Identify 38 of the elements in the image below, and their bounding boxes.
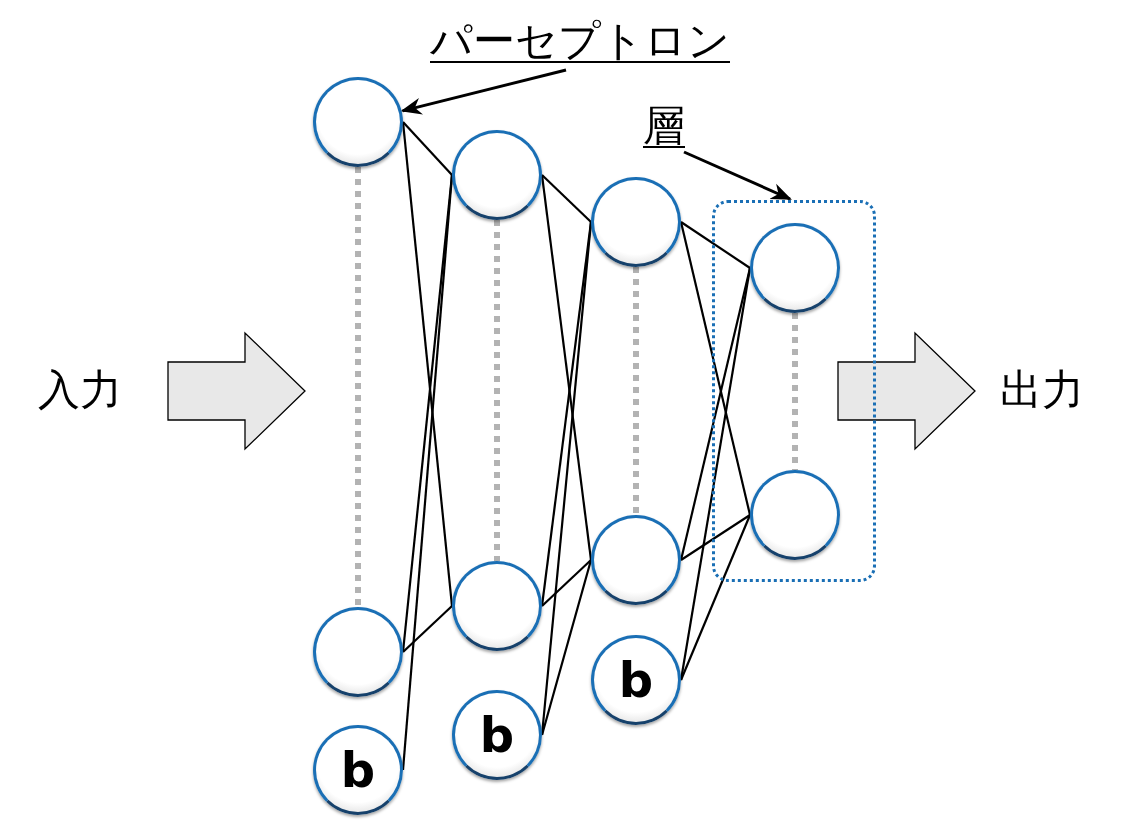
connection-line [680, 221, 751, 269]
ellipsis-dotted-line [633, 267, 639, 515]
neuron-circle [313, 607, 403, 697]
io-label: 出力 [1000, 369, 1084, 411]
connection-line [680, 514, 751, 681]
neuron-circle [591, 177, 681, 267]
connection-line [401, 174, 454, 771]
neuron-circle [750, 223, 840, 313]
connection-line [540, 174, 593, 561]
bias-label: b [340, 746, 376, 794]
bias-label: b [618, 656, 654, 704]
leader-arrow [400, 68, 567, 115]
connection-line [679, 221, 752, 516]
connection-line [401, 121, 454, 607]
connection-line [541, 174, 592, 223]
leader-arrow [683, 150, 792, 201]
bias-label: b [479, 711, 515, 759]
connection-line [540, 559, 593, 736]
neuron-circle [750, 470, 840, 560]
connection-line [680, 514, 751, 561]
annotation-label: パーセプトロン [430, 20, 730, 62]
neuron-circle [591, 515, 681, 605]
ellipsis-dotted-line [792, 313, 798, 470]
bias-node-circle [313, 725, 403, 815]
connection-line [679, 267, 752, 561]
bias-node-circle [591, 635, 681, 725]
ellipsis-dotted-line [355, 167, 361, 607]
connection-line [402, 605, 453, 653]
neuron-circle [313, 77, 403, 167]
neuron-circle [452, 561, 542, 651]
annotation-label: 層 [643, 105, 685, 147]
layer-group-outline [712, 200, 876, 582]
bias-node-circle [452, 690, 542, 780]
connection-line [541, 559, 592, 607]
connection-line [402, 121, 453, 176]
io-label: 入力 [38, 369, 122, 411]
ellipsis-dotted-line [494, 220, 500, 561]
neuron-circle [452, 130, 542, 220]
